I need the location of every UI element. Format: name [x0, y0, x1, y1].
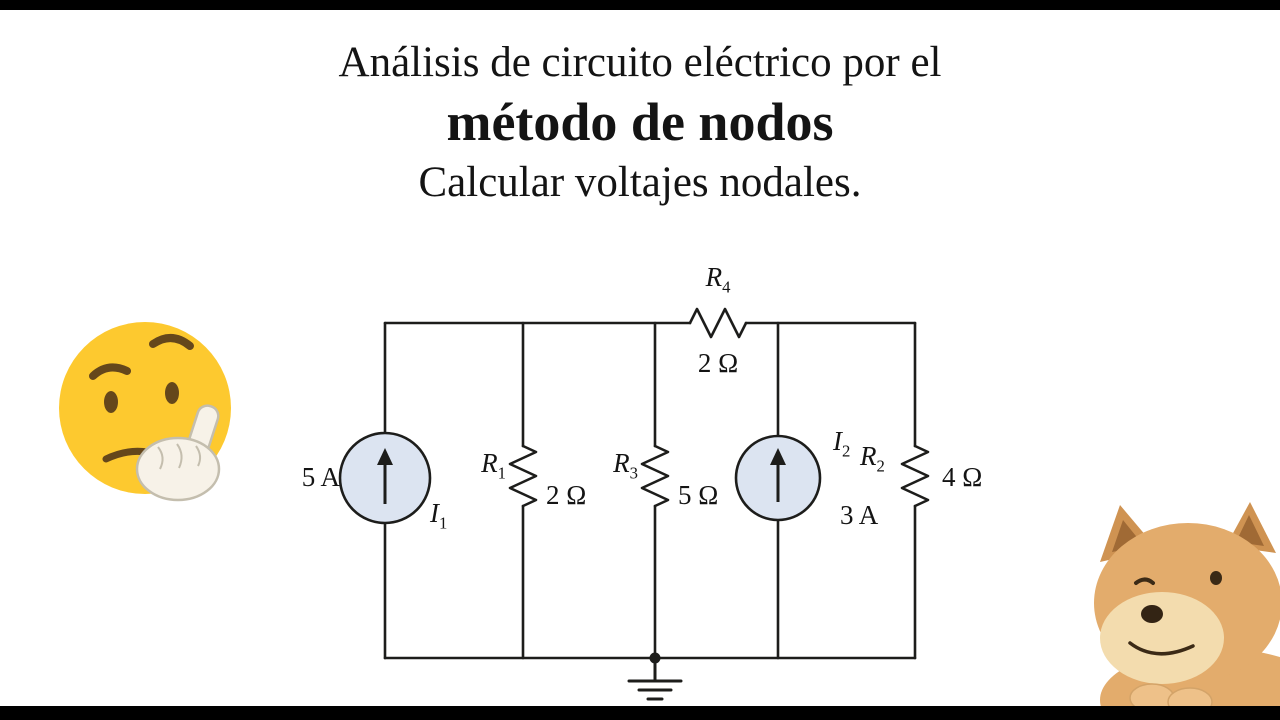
title-line-2: método de nodos [446, 92, 834, 152]
label-R3-value: 5 Ω [678, 480, 719, 510]
label-R4-value: 2 Ω [697, 348, 739, 378]
current-source-I1 [338, 431, 432, 525]
title-block: Análisis de circuito eléctrico por el mé… [0, 36, 1280, 212]
label-R2-value: 4 Ω [942, 462, 983, 492]
label-R2-symbol: R [860, 441, 877, 471]
label-R1-sub: 1 [497, 463, 506, 483]
label-I2: I2 [833, 426, 850, 466]
resistor-R4 [688, 307, 748, 339]
title-line-3: Calcular voltajes nodales. [418, 159, 862, 206]
label-R1-value: 2 Ω [546, 480, 587, 510]
label-I1: I1 [430, 498, 447, 538]
label-R4-sub: 4 [722, 277, 731, 297]
label-R1-symbol: R [481, 448, 498, 478]
current-source-I2 [734, 434, 822, 522]
label-I2-sub: 2 [842, 441, 851, 461]
label-R3-symbol: R [613, 448, 630, 478]
thinking-hand [135, 404, 221, 502]
ground-symbol-icon [627, 652, 683, 701]
label-I1-symbol: I [430, 498, 439, 528]
label-I2-symbol: I [833, 426, 842, 456]
letterbox-bottom [0, 706, 1280, 720]
label-R2-sub: 2 [876, 456, 885, 476]
label-I1-value: 5 A [301, 462, 340, 492]
label-R3: R3 [578, 448, 638, 488]
resistor-R3 [640, 444, 670, 508]
resistor-R1 [508, 444, 538, 508]
label-I2-value: 3 A [840, 500, 879, 530]
label-R4-symbol: R [705, 262, 723, 292]
letterbox-top [0, 0, 1280, 10]
label-R4: R4 [688, 262, 748, 302]
title-line-1: Análisis de circuito eléctrico por el [338, 39, 942, 86]
resistor-R2 [900, 444, 930, 508]
label-R2: R2 [860, 441, 885, 481]
label-R3-sub: 3 [629, 463, 638, 483]
label-R1: R1 [446, 448, 506, 488]
label-I1-sub: 1 [439, 513, 448, 533]
